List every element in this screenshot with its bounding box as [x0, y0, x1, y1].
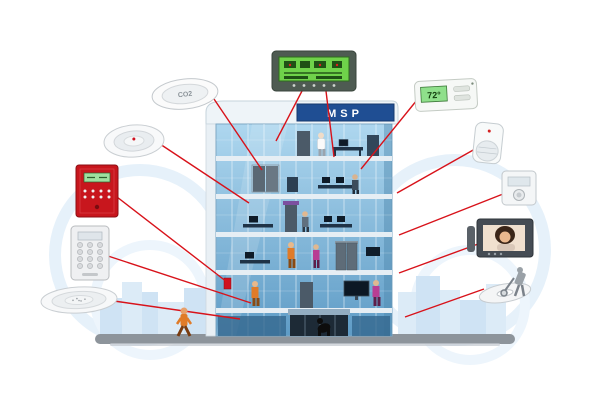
thermostat-reading: 72°: [427, 90, 442, 101]
connector-control-b: [325, 90, 335, 158]
intercom-handset: [467, 226, 475, 252]
msp-sign-label: MSP: [327, 108, 363, 120]
building-control-panel-device: [271, 50, 357, 92]
connector-intercom: [398, 243, 479, 274]
connector-card-reader: [398, 193, 504, 236]
thermostat-display: [420, 85, 448, 103]
fire-alarm-panel-device: [75, 164, 119, 218]
co2-detector-device: CO2: [151, 78, 219, 110]
floor-scene-3: [240, 241, 380, 271]
wall-alarm-box: [223, 277, 232, 290]
smoke-detector-device: [103, 124, 165, 158]
pedestrian-figure: [175, 307, 193, 337]
ceiling-speaker-device: [40, 286, 118, 314]
connector-speaker: [113, 300, 241, 320]
intruder-figure: [317, 318, 331, 336]
floor-scene-top: [297, 131, 379, 156]
motion-sensor-device: [472, 121, 504, 165]
floor-scene-5: [251, 164, 359, 194]
video-intercom-device: [467, 218, 534, 258]
access-keypad-device: [70, 225, 110, 281]
card-reader-device: [501, 170, 537, 206]
smoke-detector-led: [132, 137, 136, 141]
building-left-column: [205, 123, 217, 337]
connector-co2: [213, 98, 263, 171]
fire-panel-display: [83, 172, 111, 183]
ground-bar: [95, 334, 515, 346]
floor-scene-4: [243, 201, 352, 232]
connector-keypad: [107, 255, 252, 304]
connector-motion: [396, 148, 476, 194]
building-right-shade: [384, 124, 392, 336]
thermostat-device: 72°: [414, 78, 478, 112]
skyline-left: [100, 282, 206, 338]
connector-control-a: [275, 90, 303, 142]
connector-smoke: [159, 143, 250, 204]
ground-floor-entrance: [218, 309, 390, 336]
building: MSP: [205, 100, 399, 337]
courier-figure: [500, 267, 526, 297]
connector-disc: [404, 288, 485, 318]
motion-sensor-led: [487, 129, 491, 133]
keypad-display: [77, 231, 103, 241]
connector-fire-panel: [116, 196, 228, 283]
connector-thermostat: [360, 99, 418, 170]
connector-lines: [107, 90, 504, 320]
motion-sensor-lens: [475, 140, 499, 162]
co2-detector-label: CO2: [178, 91, 193, 99]
floor-scene-2: [223, 277, 381, 308]
fire-panel-keyhole: [94, 204, 100, 210]
card-reader-display: [507, 176, 531, 187]
msp-sign: [296, 103, 395, 122]
